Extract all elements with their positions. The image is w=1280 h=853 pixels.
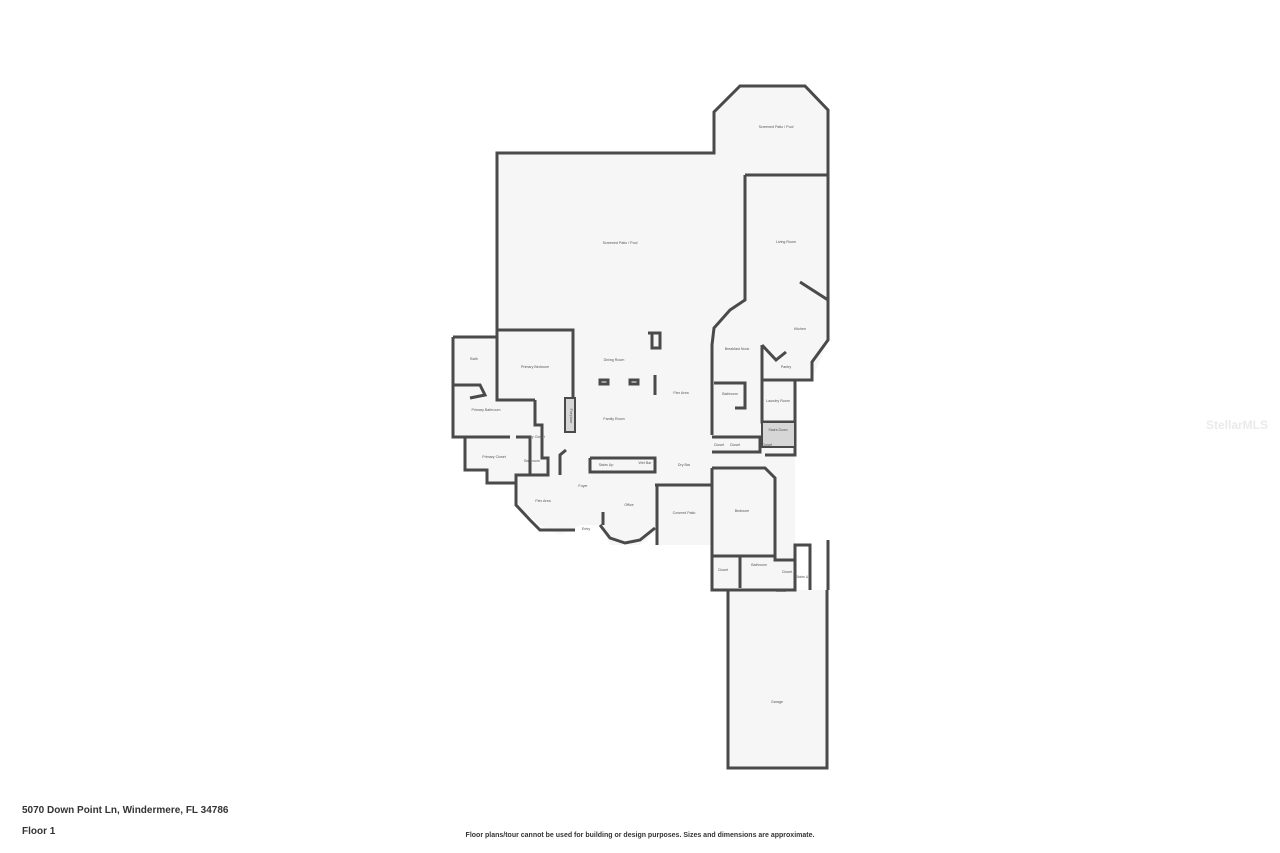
room-label: Closet <box>776 589 786 593</box>
room-label: Primary Bathroom <box>472 408 501 412</box>
room-label: Bedroom <box>735 509 750 513</box>
room-label: Stairs Down <box>768 428 787 432</box>
room-label: Pantry <box>781 365 792 369</box>
room-label: Breakfast Nook <box>725 347 750 351</box>
room-label: Bathroom <box>524 459 540 463</box>
room-label: Primary Closet <box>521 435 545 439</box>
floor-label: Floor 1 <box>22 826 56 837</box>
room-label: Stairs Up <box>599 463 614 467</box>
room-label: Primary Closet <box>482 455 506 459</box>
room-label: Screened Patio / Pool <box>603 241 638 245</box>
room-label: Closet <box>762 443 772 447</box>
walls <box>451 84 830 770</box>
room-label: Bathroom <box>722 392 738 396</box>
disclaimer: Floor plans/tour cannot be used for buil… <box>465 832 815 839</box>
room-label: Bathroom <box>751 563 767 567</box>
room-label: Flex Area <box>535 499 550 503</box>
room-label: Primary Bedroom <box>521 365 549 369</box>
room-label: Closet <box>782 570 792 574</box>
room-label: Fireplace <box>569 409 573 424</box>
room-label: Bath <box>470 357 477 361</box>
room-label: Closet <box>714 443 724 447</box>
floor-fill <box>453 86 828 768</box>
room-labels: Screened Patio / Pool Screened Patio / P… <box>470 125 810 704</box>
room-label: Entry <box>582 527 591 531</box>
address: 5070 Down Point Ln, Windermere, FL 34786 <box>22 805 229 816</box>
watermark-logo: StellarMLS <box>1206 418 1269 432</box>
room-label: Dining Room <box>604 358 625 362</box>
room-label: Dry Bar <box>678 463 691 467</box>
room-label: Family Room <box>603 417 624 421</box>
room-label: Closet <box>718 568 728 572</box>
room-label: Kitchen <box>794 327 806 331</box>
room-label: Garage <box>771 700 783 704</box>
room-label: Closet <box>730 443 740 447</box>
room-label: Office <box>624 503 633 507</box>
room-label: Stairs Up <box>796 575 811 579</box>
room-label: Flex Area <box>673 391 688 395</box>
room-label: Foyer <box>578 484 588 488</box>
room-label: Covered Patio <box>673 511 696 515</box>
room-label: Wet Bar <box>639 461 653 465</box>
room-label: Screened Patio / Pool <box>759 125 794 129</box>
room-label: Living Room <box>776 240 796 244</box>
room-label: Laundry Room <box>766 399 790 403</box>
